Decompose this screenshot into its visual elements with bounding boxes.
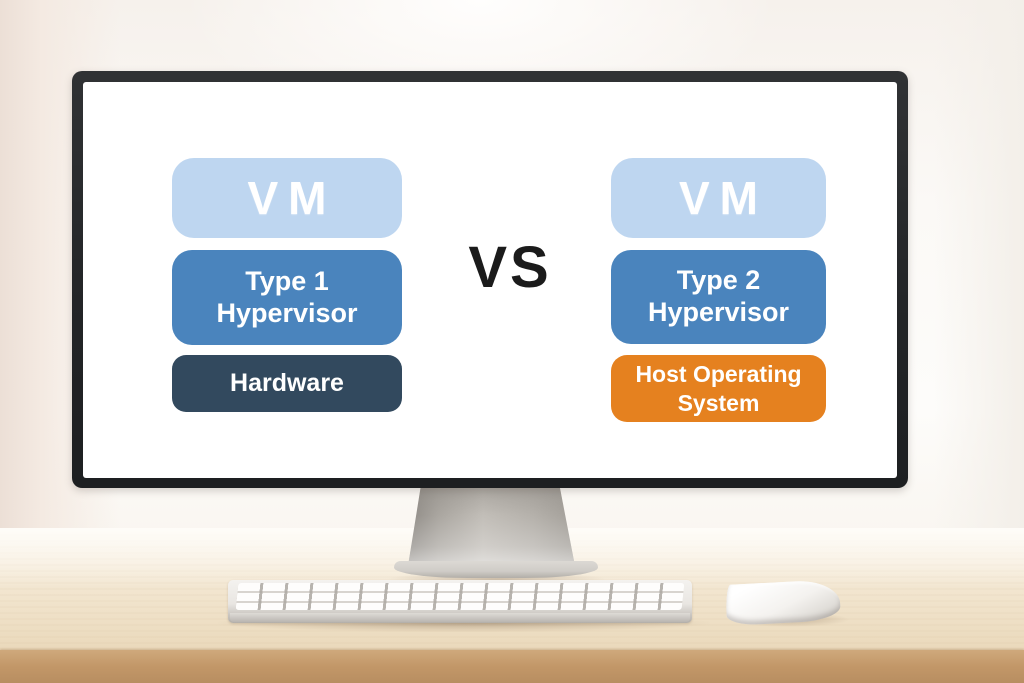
hardware-label: Hardware [230, 369, 344, 397]
hardware-box: Hardware [172, 355, 402, 412]
keyboard-keys [235, 583, 685, 610]
keyboard [228, 580, 692, 623]
type1-hypervisor-label: Type 1 Hypervisor [216, 265, 358, 328]
type2-vm-box: VM [611, 158, 826, 238]
vs-label: VS [468, 235, 552, 300]
type1-vm-box: VM [172, 158, 402, 238]
type2-vm-label: VM [679, 172, 768, 224]
desk-front-edge [0, 650, 1024, 683]
monitor-stand-base [394, 561, 598, 578]
keyboard-front-edge [230, 613, 690, 622]
host-os-label: Host Operating System [635, 360, 802, 416]
monitor-bezel: VM Type 1 Hypervisor Hardware VS VM Type… [72, 71, 908, 488]
type2-hypervisor-box: Type 2 Hypervisor [611, 250, 826, 344]
monitor-stand-neck [408, 488, 575, 566]
host-os-box: Host Operating System [611, 355, 826, 422]
monitor-screen: VM Type 1 Hypervisor Hardware VS VM Type… [83, 82, 897, 478]
type1-hypervisor-box: Type 1 Hypervisor [172, 250, 402, 345]
type1-stack: VM Type 1 Hypervisor Hardware [172, 158, 402, 412]
type2-stack: VM Type 2 Hypervisor Host Operating Syst… [611, 158, 826, 422]
type1-vm-label: VM [247, 172, 337, 224]
type2-hypervisor-label: Type 2 Hypervisor [647, 265, 790, 327]
